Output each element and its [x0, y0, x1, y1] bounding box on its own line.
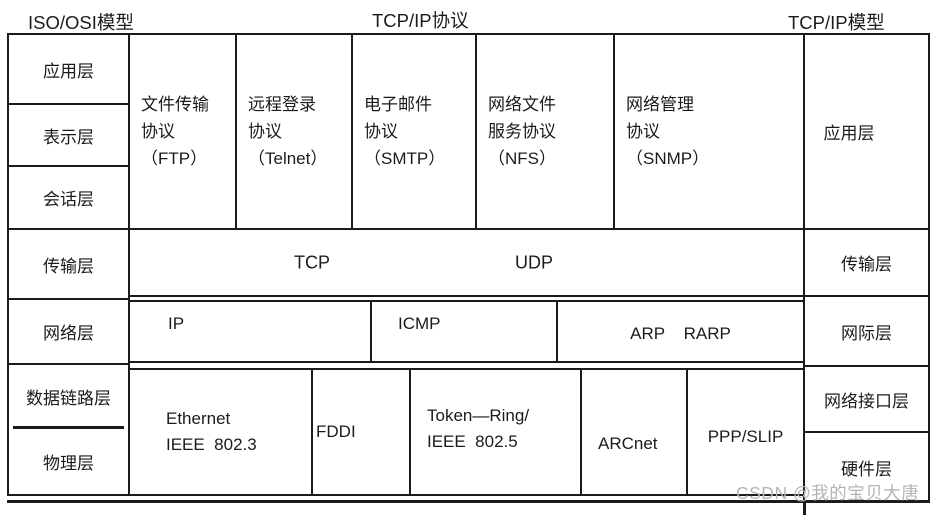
- datalink-physical-divider: [13, 426, 124, 429]
- osi-layer-label: 物理层: [43, 453, 94, 473]
- osi-layer-transport: 传输层: [9, 230, 128, 300]
- transport-band: TCP UDP: [128, 228, 805, 297]
- osi-layer-network: 网络层: [9, 300, 128, 365]
- arcnet-cell: ARCnet: [582, 370, 688, 494]
- icmp-cell: ICMP: [372, 302, 558, 361]
- tcpip-layer-transport: 传输层: [805, 230, 928, 297]
- protocol-cell-smtp: 电子邮件 协议 （SMTP）: [353, 35, 477, 228]
- tcpip-layer-network-interface: 网络接口层: [805, 367, 928, 433]
- link-band: Ethernet IEEE 802.3 FDDI Token—Ring/ IEE…: [128, 368, 805, 496]
- token-ring-cell: Token—Ring/ IEEE 802.5: [411, 370, 582, 494]
- protocol-cell-nfs: 网络文件 服务协议 （NFS）: [477, 35, 615, 228]
- csdn-watermark: CSDN @我的宝贝大唐: [736, 483, 920, 503]
- osi-layer-presentation: 表示层: [9, 105, 128, 167]
- osi-layer-physical: 物理层: [9, 428, 128, 494]
- ppp-slip-cell: PPP/SLIP: [707, 427, 784, 447]
- tcpip-layer-label: 传输层: [841, 255, 892, 274]
- tcpip-model-column: 应用层 传输层 网际层 网络接口层 硬件层: [803, 33, 930, 503]
- protocol-cell-snmp: 网络管理 协议 （SNMP）: [626, 94, 710, 169]
- udp-label: UDP: [514, 252, 554, 272]
- tcpip-layer-hardware: 硬件层: [805, 433, 928, 501]
- protocol-cell-ftp: 文件传输 协议 （FTP）: [130, 35, 237, 228]
- ip-cell: IP: [130, 302, 372, 361]
- osi-layer-label: 数据链路层: [26, 389, 111, 408]
- osi-layer-label: 传输层: [43, 256, 94, 276]
- network-band: IP ICMP ARP RARP: [128, 300, 805, 363]
- ethernet-cell: Ethernet IEEE 802.3: [130, 370, 313, 494]
- osi-layer-label: 会话层: [43, 190, 94, 209]
- header-tcpip-protocol: TCP/IP协议: [372, 10, 469, 31]
- protocol-cell-telnet: 远程登录 协议 （Telnet）: [237, 35, 353, 228]
- right-column-edge-stub: [803, 503, 806, 515]
- header-iso-osi-model: ISO/OSI模型: [28, 12, 134, 33]
- tcpip-layer-label: 网络接口层: [824, 391, 909, 411]
- bottom-rule: [7, 500, 930, 503]
- tcp-label: TCP: [294, 252, 330, 272]
- osi-layer-label: 应用层: [43, 61, 94, 81]
- osi-layer-label: 表示层: [43, 127, 94, 147]
- arp-rarp-cell: ARP RARP: [630, 323, 731, 343]
- tcpip-layer-label: 网际层: [841, 323, 892, 343]
- tcpip-layer-label: 应用层: [823, 124, 875, 143]
- header-tcpip-model: TCP/IP模型: [788, 12, 885, 33]
- fddi-cell: FDDI: [313, 370, 411, 494]
- osi-layer-session: 会话层: [9, 167, 128, 230]
- tcpip-layer-internet: 网际层: [805, 297, 928, 367]
- tcpip-layer-application: 应用层: [805, 35, 928, 230]
- tcpip-layer-label: 硬件层: [841, 459, 892, 479]
- osi-layer-application: 应用层: [9, 35, 128, 105]
- osi-layer-label: 网络层: [43, 324, 94, 343]
- osi-model-column: 应用层 表示层 会话层 传输层 网络层 数据链路层 物理层: [7, 33, 130, 496]
- application-protocols-band: 文件传输 协议 （FTP） 远程登录 协议 （Telnet） 电子邮件 协议 （…: [128, 33, 805, 230]
- osi-layer-datalink: 数据链路层: [9, 365, 128, 428]
